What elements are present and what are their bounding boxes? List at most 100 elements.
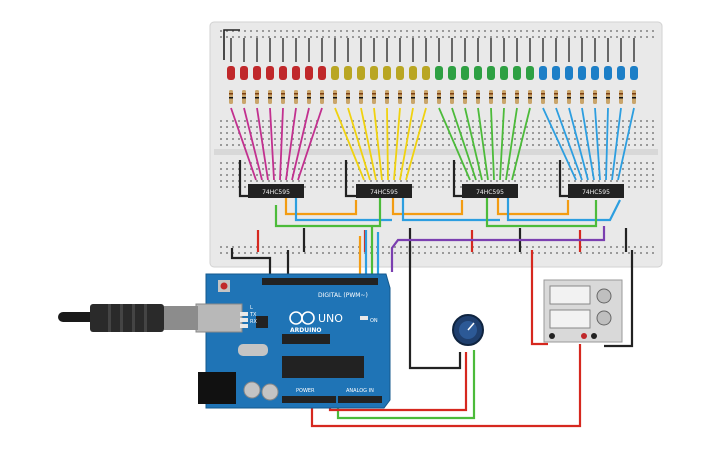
led-yellow xyxy=(409,66,417,80)
breadboard-hole xyxy=(622,246,624,248)
breadboard-hole xyxy=(418,162,420,164)
breadboard-hole xyxy=(472,126,474,128)
breadboard-hole xyxy=(652,126,654,128)
breadboard-hole xyxy=(388,138,390,140)
breadboard-hole xyxy=(334,138,336,140)
breadboard-hole xyxy=(322,246,324,248)
breadboard-hole xyxy=(652,186,654,188)
breadboard-hole xyxy=(388,36,390,38)
breadboard-hole xyxy=(340,138,342,140)
resistor-band xyxy=(606,97,610,99)
breadboard-hole xyxy=(514,174,516,176)
led-red xyxy=(305,66,313,80)
breadboard-hole xyxy=(268,174,270,176)
breadboard-hole xyxy=(454,36,456,38)
breadboard-hole xyxy=(412,186,414,188)
breadboard-hole xyxy=(574,144,576,146)
breadboard-hole xyxy=(652,246,654,248)
breadboard-hole xyxy=(292,246,294,248)
resistor-band xyxy=(580,97,584,99)
breadboard-hole xyxy=(406,126,408,128)
led-yellow xyxy=(396,66,404,80)
breadboard-hole xyxy=(280,36,282,38)
breadboard-hole xyxy=(436,138,438,140)
breadboard-hole xyxy=(346,246,348,248)
breadboard-hole xyxy=(622,132,624,134)
breadboard-hole xyxy=(550,144,552,146)
breadboard-hole xyxy=(448,168,450,170)
breadboard-hole xyxy=(406,36,408,38)
breadboard-hole xyxy=(574,246,576,248)
breadboard-hole xyxy=(250,174,252,176)
breadboard-hole xyxy=(460,180,462,182)
breadboard-hole xyxy=(442,138,444,140)
breadboard-hole xyxy=(262,120,264,122)
breadboard-hole xyxy=(568,30,570,32)
breadboard-hole xyxy=(526,126,528,128)
breadboard-hole xyxy=(646,174,648,176)
atmega-chip xyxy=(282,356,364,378)
breadboard-hole xyxy=(436,252,438,254)
breadboard-hole xyxy=(574,180,576,182)
breadboard-hole xyxy=(610,168,612,170)
breadboard-hole xyxy=(496,120,498,122)
breadboard-hole xyxy=(544,138,546,140)
breadboard-hole xyxy=(568,36,570,38)
breadboard-hole xyxy=(232,174,234,176)
breadboard-hole xyxy=(532,120,534,122)
resistor-band xyxy=(632,97,636,99)
breadboard-hole xyxy=(328,180,330,182)
led-green xyxy=(474,66,482,80)
breadboard-hole xyxy=(226,174,228,176)
led-green xyxy=(500,66,508,80)
breadboard-hole xyxy=(388,126,390,128)
breadboard-hole xyxy=(442,126,444,128)
breadboard-hole xyxy=(592,252,594,254)
breadboard-hole xyxy=(226,132,228,134)
breadboard-hole xyxy=(574,252,576,254)
breadboard-hole xyxy=(586,180,588,182)
breadboard-hole xyxy=(448,144,450,146)
potentiometer-icon[interactable] xyxy=(452,314,484,346)
breadboard-hole xyxy=(508,126,510,128)
breadboard-hole xyxy=(340,186,342,188)
breadboard-hole xyxy=(586,36,588,38)
breadboard-hole xyxy=(328,174,330,176)
breadboard-hole xyxy=(406,168,408,170)
breadboard-hole xyxy=(340,132,342,134)
breadboard-hole xyxy=(544,246,546,248)
resistor-band xyxy=(450,93,454,95)
fanout-wire xyxy=(269,107,275,181)
led-blue xyxy=(552,66,560,80)
breadboard-hole xyxy=(352,144,354,146)
breadboard-hole xyxy=(286,120,288,122)
breadboard-hole xyxy=(250,120,252,122)
breadboard-hole xyxy=(310,186,312,188)
breadboard-hole xyxy=(322,168,324,170)
breadboard-hole xyxy=(466,168,468,170)
breadboard-hole xyxy=(478,180,480,182)
fanout-wire xyxy=(490,107,495,181)
breadboard-hole xyxy=(574,30,576,32)
breadboard-hole xyxy=(220,180,222,182)
led-green xyxy=(435,66,443,80)
breadboard-hole xyxy=(460,252,462,254)
breadboard-hole xyxy=(220,30,222,32)
breadboard-hole xyxy=(382,174,384,176)
breadboard-hole xyxy=(412,30,414,32)
breadboard-hole xyxy=(370,30,372,32)
breadboard-hole xyxy=(562,252,564,254)
breadboard-hole xyxy=(418,168,420,170)
breadboard-hole xyxy=(484,120,486,122)
fanout-wire xyxy=(511,107,531,181)
breadboard-hole xyxy=(592,162,594,164)
breadboard-hole xyxy=(430,30,432,32)
breadboard-hole xyxy=(280,30,282,32)
breadboard-hole xyxy=(322,174,324,176)
breadboard-hole xyxy=(646,120,648,122)
breadboard-hole xyxy=(292,120,294,122)
led-yellow xyxy=(331,66,339,80)
shift-register-chip xyxy=(356,184,412,198)
resistor-band xyxy=(450,97,454,99)
breadboard-hole xyxy=(268,144,270,146)
